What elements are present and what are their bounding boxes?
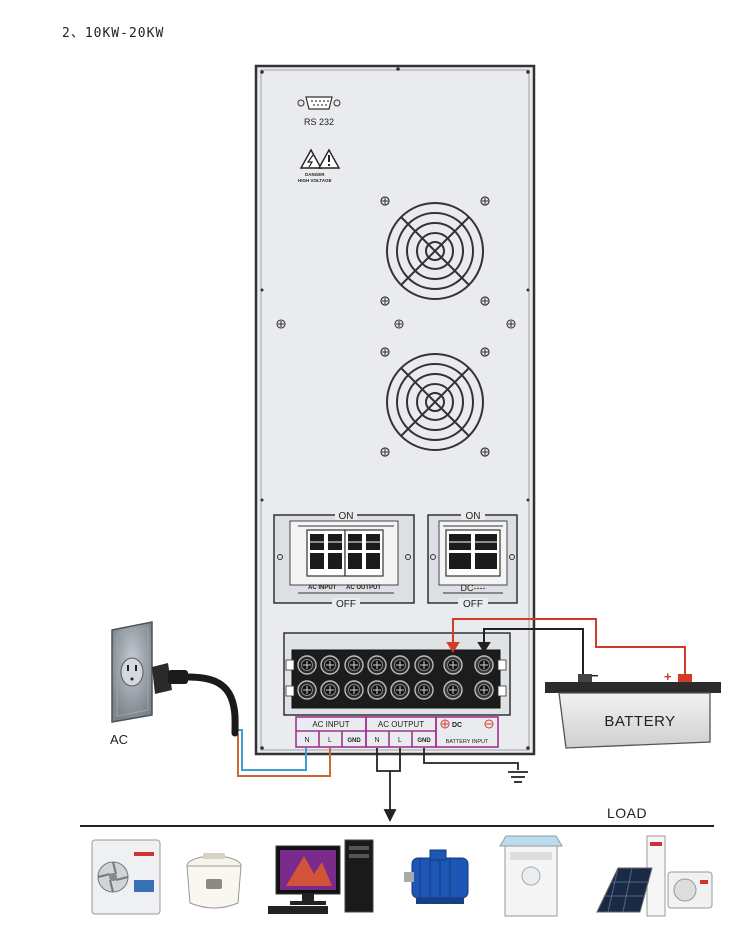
washing-machine-icon — [499, 835, 563, 917]
ac-breaker-left-label: AC INPUT — [308, 585, 337, 591]
rice-cooker-icon — [186, 853, 242, 909]
ac-source-label: AC — [110, 732, 128, 747]
warning-label-high-voltage: HIGH VOLTAGE — [298, 178, 332, 183]
battery-label: BATTERY — [604, 713, 675, 730]
terminal-label-n-input: N — [304, 737, 309, 744]
warning-label-danger: DANGER — [305, 172, 325, 177]
cooling-fan-bottom-icon — [380, 347, 490, 457]
ac-breaker-on-label: ON — [339, 511, 354, 522]
cooling-fan-top-icon — [380, 196, 490, 306]
terminal-label-ac-output: AC OUTPUT — [378, 720, 424, 729]
terminal-screws — [297, 655, 494, 700]
high-voltage-warning-icon — [299, 148, 341, 169]
ac-breaker-off-label: OFF — [336, 599, 356, 610]
load-output-wires — [376, 748, 519, 823]
terminal-label-l-input: L — [328, 737, 332, 744]
terminal-label-l-output: L — [398, 737, 402, 744]
battery-plus-label: + — [664, 669, 672, 684]
terminal-labels — [295, 716, 499, 748]
terminal-label-battery-input: BATTERY INPUT — [446, 739, 489, 745]
computer-icon — [268, 839, 374, 914]
rs232-label: RS 232 — [304, 117, 334, 127]
power-plug-cable — [152, 663, 239, 737]
ground-icon — [508, 771, 528, 783]
terminal-label-n-output: N — [374, 737, 379, 744]
ac-input-breaker-switch[interactable] — [306, 529, 346, 577]
air-conditioner-icon — [91, 839, 161, 915]
diagram-heading: 2、10KW-20KW — [62, 26, 165, 41]
dc-breaker-on-label: ON — [466, 511, 481, 522]
terminal-label-ac-input: AC INPUT — [312, 720, 349, 729]
dc-polarity-icons — [440, 719, 494, 729]
ac-output-breaker-switch[interactable] — [344, 529, 384, 577]
battery-minus-label: − — [591, 668, 599, 683]
load-label: LOAD — [607, 805, 647, 821]
terminal-label-gnd-output: GND — [417, 738, 431, 744]
terminal-label-dc: DC — [452, 722, 462, 729]
battery-wires — [446, 618, 686, 676]
battery-icon — [545, 674, 721, 749]
solar-water-heater-icon — [596, 835, 713, 917]
panel-screws — [276, 319, 516, 329]
ac-breaker-right-label: AC OUTPUT — [346, 585, 381, 591]
dc-breaker-label: DC---- — [461, 583, 486, 593]
electric-motor-icon — [404, 849, 469, 904]
dc-breaker-off-label: OFF — [463, 599, 483, 610]
wall-outlet-icon — [111, 621, 153, 723]
rs232-port — [297, 96, 341, 110]
dc-breaker-switch[interactable] — [445, 529, 501, 577]
terminal-label-gnd-input: GND — [347, 738, 361, 744]
